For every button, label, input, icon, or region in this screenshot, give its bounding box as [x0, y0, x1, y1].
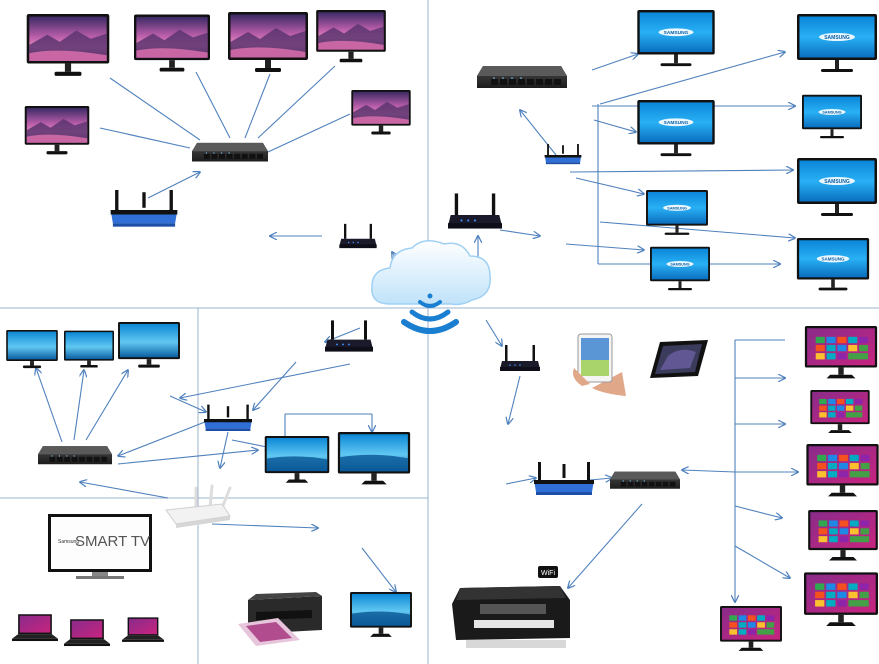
smart-tv-icon: Samsung SMART TV	[48, 514, 152, 579]
laptop-icon	[122, 617, 164, 642]
wifi-router-icon	[339, 223, 377, 249]
smart-tv-text: SMART TV	[75, 533, 150, 550]
monitor-icon	[797, 158, 877, 216]
laptop-icon	[12, 614, 58, 642]
wifi-router-icon	[110, 190, 178, 227]
monitor-icon	[808, 510, 878, 561]
monitor-icon	[796, 238, 870, 291]
printer-icon	[238, 592, 322, 646]
printer-icon: WiFi	[452, 566, 570, 648]
monitor-icon	[337, 432, 411, 485]
monitor-icon	[118, 322, 180, 368]
monitor-icon	[650, 246, 710, 291]
printer-wifi-label: WiFi	[541, 570, 555, 577]
monitor-icon	[264, 436, 330, 483]
monitor-icon	[797, 14, 877, 72]
monitor-icon	[134, 14, 210, 72]
laptop-icon	[64, 619, 110, 647]
cloud-icon	[371, 240, 491, 334]
monitor-icon	[804, 326, 878, 379]
smart-tv-brand: Samsung	[58, 539, 79, 545]
monitor-icon	[810, 390, 870, 434]
bottom-left-network	[6, 320, 411, 528]
monitor-icon	[637, 100, 715, 157]
network-switch-icon	[477, 66, 567, 88]
wifi-router-icon	[325, 320, 373, 352]
network-switch-icon	[610, 471, 680, 489]
monitor-icon	[806, 444, 879, 497]
wifi-signal-icon: WiFi	[538, 566, 558, 578]
network-switch-icon	[38, 446, 112, 465]
monitor-icon	[720, 606, 782, 651]
access-point-icon	[165, 484, 232, 528]
monitor-icon	[802, 94, 862, 139]
wifi-router-icon	[500, 345, 540, 371]
monitor-icon	[804, 572, 878, 626]
tablet-icon	[650, 340, 708, 378]
tablet-icon	[573, 333, 626, 396]
monitor-icon	[646, 190, 708, 235]
monitor-icon	[316, 10, 386, 63]
monitor-icon	[24, 106, 90, 155]
monitor-icon	[637, 10, 715, 67]
bottom-left-devices: Samsung SMART TV	[12, 514, 412, 647]
wifi-signal-icon	[401, 293, 459, 334]
monitor-icon	[351, 90, 411, 135]
bottom-right-network: WiFi	[452, 326, 879, 651]
monitor-icon	[350, 592, 412, 637]
monitor-icon	[228, 12, 308, 72]
monitor-icon	[26, 14, 110, 76]
monitor-icon	[64, 330, 114, 368]
top-right-network	[448, 10, 877, 291]
wifi-router-icon	[204, 404, 252, 431]
network-switch-icon	[192, 142, 268, 162]
top-left-network	[24, 10, 411, 249]
wifi-router-icon	[534, 462, 594, 495]
monitor-icon	[6, 330, 58, 369]
wifi-router-icon	[448, 193, 502, 229]
